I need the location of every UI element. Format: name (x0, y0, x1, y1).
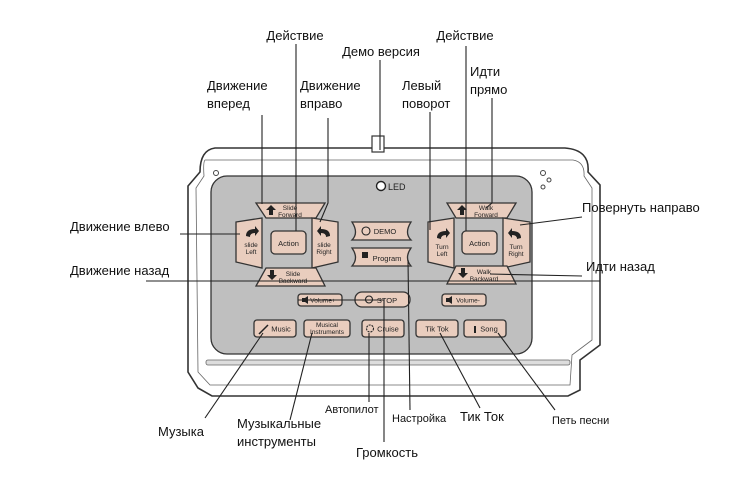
svg-text:Action: Action (278, 239, 299, 248)
svg-text:STOP: STOP (377, 296, 397, 305)
svg-text:Tik Tok: Tik Tok (425, 325, 449, 334)
callout-lines (146, 44, 600, 442)
label-walk-back: Идти назад (586, 259, 655, 274)
led-indicator: LED (375, 180, 406, 192)
turn-arrow-icon (508, 228, 521, 239)
svg-text:Song: Song (480, 325, 498, 334)
program-button[interactable]: Program (350, 247, 413, 267)
program-icon (362, 252, 368, 258)
turn-arrow-icon (246, 226, 259, 237)
volume-minus-button[interactable]: Volume- (441, 293, 487, 307)
arrow-down-icon (458, 268, 468, 278)
svg-text:Music: Music (271, 325, 291, 334)
label-move-back: Движение назад (70, 263, 170, 278)
led-label: LED (388, 182, 406, 192)
label-sing: Петь песни (552, 415, 609, 427)
music-button[interactable]: Music (253, 319, 297, 338)
cruise-icon (365, 324, 375, 333)
turn-arrow-icon (317, 226, 330, 237)
guitar-icon (258, 324, 269, 335)
action-button-right[interactable]: Action (461, 230, 498, 255)
turn-arrow-icon (437, 228, 450, 239)
film-icon (361, 226, 371, 236)
demo-button[interactable]: DEMO (350, 221, 413, 241)
action-button-left[interactable]: Action (270, 230, 307, 255)
speaker-icon (446, 296, 452, 304)
label-move-left: Движение влево (70, 219, 170, 234)
svg-text:Volume-: Volume- (456, 298, 480, 305)
arrow-down-icon (267, 270, 277, 280)
label-demo: Демо версия (342, 44, 420, 59)
label-action-left: Действие (266, 28, 323, 43)
label-action-right: Действие (436, 28, 493, 43)
arrow-up-icon (457, 205, 467, 215)
label-autopilot: Автопилот (325, 404, 379, 416)
label-turn-right: Повернуть направо (582, 200, 700, 215)
arrow-up-icon (266, 205, 276, 215)
label-music: Музыка (158, 424, 205, 439)
bottom-slot (205, 359, 571, 366)
song-button[interactable]: Song (463, 319, 507, 338)
svg-text:Volume+: Volume+ (310, 298, 336, 305)
svg-text:Program: Program (373, 254, 402, 263)
cruise-button[interactable]: Cruise (361, 319, 405, 338)
svg-text:DEMO: DEMO (374, 227, 397, 236)
frame-dots-right (540, 170, 552, 190)
svg-text:Cruise: Cruise (377, 325, 399, 334)
note-icon (474, 326, 476, 333)
label-tiktok: Тик Ток (460, 409, 504, 424)
label-settings: Настройка (392, 413, 447, 425)
label-volume: Громкость (356, 445, 418, 460)
tiktok-button[interactable]: Tik Tok (415, 319, 459, 338)
svg-text:Action: Action (469, 239, 490, 248)
hanger-tab (371, 135, 385, 153)
